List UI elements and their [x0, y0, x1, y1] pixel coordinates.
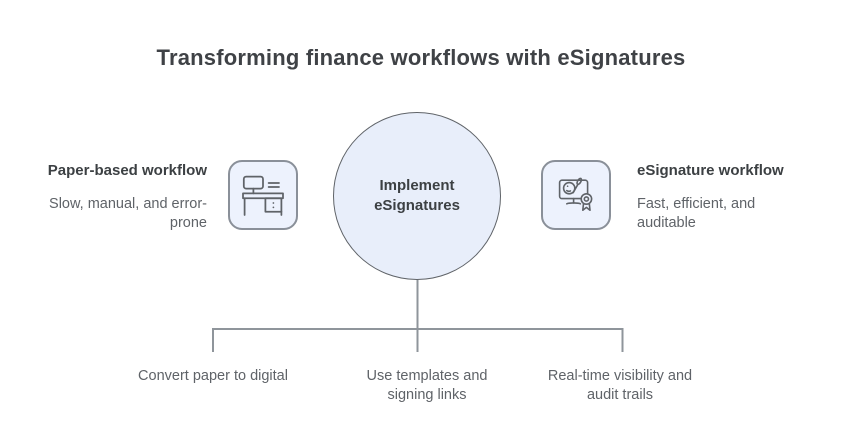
- esignature-workflow-description: Fast, efficient, and auditable: [637, 196, 756, 231]
- monitor-award-icon: [558, 177, 593, 211]
- center-node: Implement eSignatures: [333, 112, 501, 280]
- paper-workflow-icon-box: [228, 160, 298, 230]
- paper-workflow-description: Slow, manual, and error-prone: [49, 196, 207, 231]
- paper-workflow-heading: Paper-based workflow: [47, 162, 207, 179]
- bottom-item-convert-paper: Convert paper to digital: [138, 368, 288, 384]
- page-title: Transforming finance workflows with eSig…: [156, 45, 686, 70]
- bottom-item-visibility-audit: Real-time visibility and audit trails: [547, 368, 693, 403]
- esignature-workflow-icon-box: [541, 160, 611, 230]
- esignature-workflow-heading: eSignature workflow: [637, 162, 784, 179]
- paper-workflow-block: Paper-based workflow Slow, manual, and e…: [25, 162, 207, 233]
- desk-workstation-icon: [242, 175, 284, 216]
- center-node-label: Implement eSignatures: [374, 176, 460, 214]
- esignature-workflow-block: eSignature workflow Fast, efficient, and…: [637, 162, 795, 233]
- bottom-item-templates-links: Use templates and signing links: [366, 368, 488, 403]
